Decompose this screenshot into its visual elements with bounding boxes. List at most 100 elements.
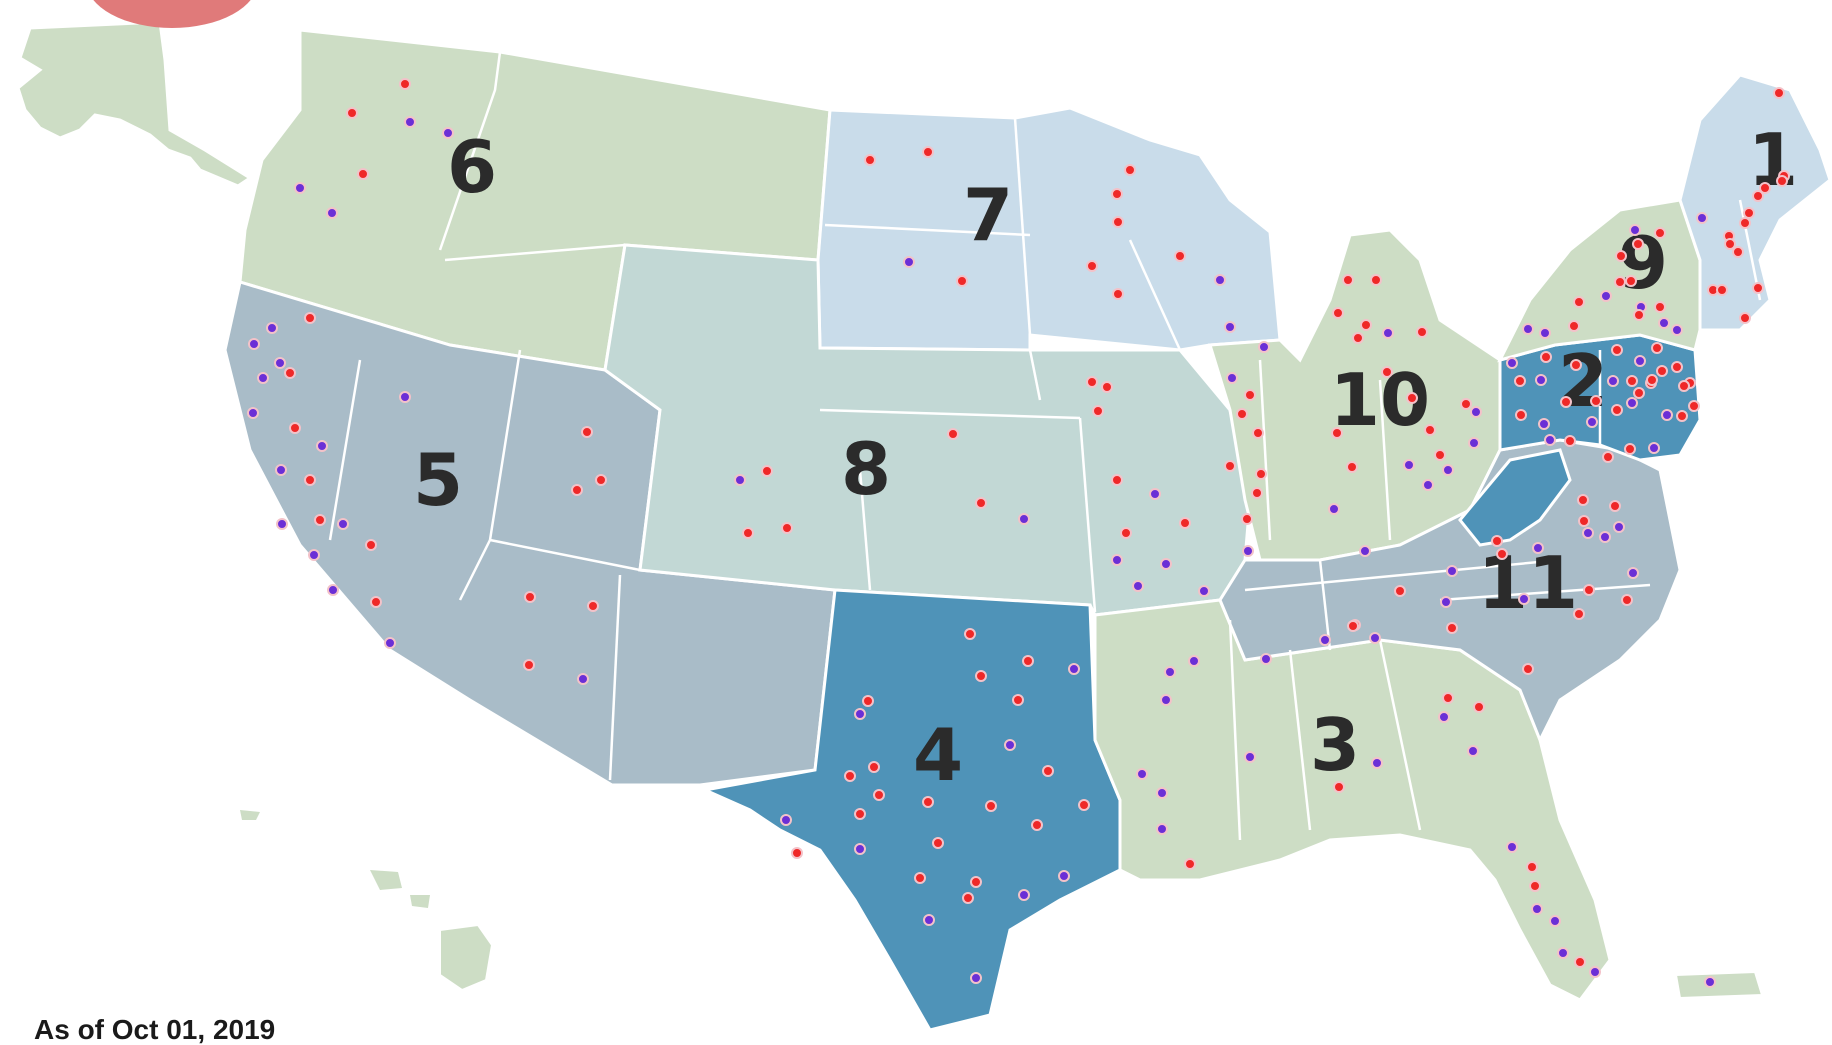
- purple-marker: [1607, 375, 1619, 387]
- region-label-6: 6: [447, 125, 497, 209]
- red-marker: [962, 892, 974, 904]
- red-marker: [761, 465, 773, 477]
- region-label-7: 7: [963, 173, 1013, 257]
- red-marker: [922, 796, 934, 808]
- red-marker: [1241, 513, 1253, 525]
- purple-marker: [1440, 596, 1452, 608]
- purple-marker: [1214, 274, 1226, 286]
- purple-marker: [1244, 751, 1256, 763]
- red-marker: [1347, 620, 1359, 632]
- purple-marker: [1111, 554, 1123, 566]
- red-marker: [1654, 301, 1666, 313]
- purple-marker: [903, 256, 915, 268]
- purple-marker: [1319, 634, 1331, 646]
- region-label-4: 4: [913, 713, 963, 797]
- red-marker: [1574, 956, 1586, 968]
- purple-marker: [1557, 947, 1569, 959]
- purple-marker: [247, 407, 259, 419]
- purple-marker: [1582, 527, 1594, 539]
- date-footnote: As of Oct 01, 2019: [34, 1014, 276, 1045]
- red-marker: [1086, 260, 1098, 272]
- red-marker: [864, 154, 876, 166]
- inset-territories: [16, 20, 1764, 1000]
- purple-marker: [1549, 915, 1561, 927]
- red-marker: [1112, 288, 1124, 300]
- purple-marker: [1018, 889, 1030, 901]
- purple-marker: [1132, 580, 1144, 592]
- red-marker: [399, 78, 411, 90]
- red-marker: [595, 474, 607, 486]
- purple-marker: [1506, 357, 1518, 369]
- red-marker: [1446, 622, 1458, 634]
- red-marker: [742, 527, 754, 539]
- hawaii-shape: [439, 923, 494, 992]
- red-marker: [1092, 405, 1104, 417]
- purple-marker: [1589, 966, 1601, 978]
- region-label-3: 3: [1310, 703, 1360, 787]
- red-marker: [1111, 474, 1123, 486]
- red-marker: [587, 600, 599, 612]
- red-marker: [1651, 342, 1663, 354]
- red-marker: [1573, 608, 1585, 620]
- purple-marker: [248, 338, 260, 350]
- purple-marker: [326, 207, 338, 219]
- red-marker: [1633, 309, 1645, 321]
- red-marker: [1515, 409, 1527, 421]
- purple-marker: [1160, 694, 1172, 706]
- red-marker: [1526, 861, 1538, 873]
- red-marker: [1676, 410, 1688, 422]
- purple-marker: [1068, 663, 1080, 675]
- red-marker: [1564, 435, 1576, 447]
- puerto-rico-shape: [1674, 970, 1764, 1000]
- red-marker: [1646, 374, 1658, 386]
- region-1-area: [1678, 73, 1832, 332]
- red-marker: [1752, 190, 1764, 202]
- purple-marker: [1004, 739, 1016, 751]
- red-marker: [1688, 400, 1700, 412]
- red-marker: [1716, 284, 1728, 296]
- red-marker: [1333, 781, 1345, 793]
- purple-marker: [1371, 757, 1383, 769]
- red-marker: [1739, 217, 1751, 229]
- purple-marker: [404, 116, 416, 128]
- red-marker: [1078, 799, 1090, 811]
- red-marker: [844, 770, 856, 782]
- purple-marker: [327, 584, 339, 596]
- red-marker: [1042, 765, 1054, 777]
- red-marker: [868, 761, 880, 773]
- red-marker: [1609, 500, 1621, 512]
- red-marker: [1776, 175, 1788, 187]
- purple-marker: [1164, 666, 1176, 678]
- red-marker: [1583, 584, 1595, 596]
- red-marker: [956, 275, 968, 287]
- purple-marker: [275, 464, 287, 476]
- red-marker: [985, 800, 997, 812]
- red-marker: [1626, 375, 1638, 387]
- red-marker: [975, 670, 987, 682]
- red-marker: [1346, 461, 1358, 473]
- purple-marker: [266, 322, 278, 334]
- red-marker: [947, 428, 959, 440]
- red-marker: [1022, 655, 1034, 667]
- purple-marker: [1328, 503, 1340, 515]
- purple-marker: [1160, 558, 1172, 570]
- region-label-2: 2: [1558, 339, 1608, 423]
- purple-marker: [1634, 355, 1646, 367]
- purple-marker: [1258, 341, 1270, 353]
- purple-marker: [1198, 585, 1210, 597]
- red-marker: [1739, 312, 1751, 324]
- red-marker: [1101, 381, 1113, 393]
- red-marker: [1416, 326, 1428, 338]
- purple-marker: [734, 474, 746, 486]
- purple-marker: [1648, 442, 1660, 454]
- purple-marker: [1359, 545, 1371, 557]
- purple-marker: [1136, 768, 1148, 780]
- red-marker: [1491, 535, 1503, 547]
- purple-marker: [274, 357, 286, 369]
- red-marker: [523, 659, 535, 671]
- purple-marker: [1470, 406, 1482, 418]
- purple-marker: [384, 637, 396, 649]
- purple-marker: [1382, 327, 1394, 339]
- red-marker: [1624, 443, 1636, 455]
- red-marker: [1573, 296, 1585, 308]
